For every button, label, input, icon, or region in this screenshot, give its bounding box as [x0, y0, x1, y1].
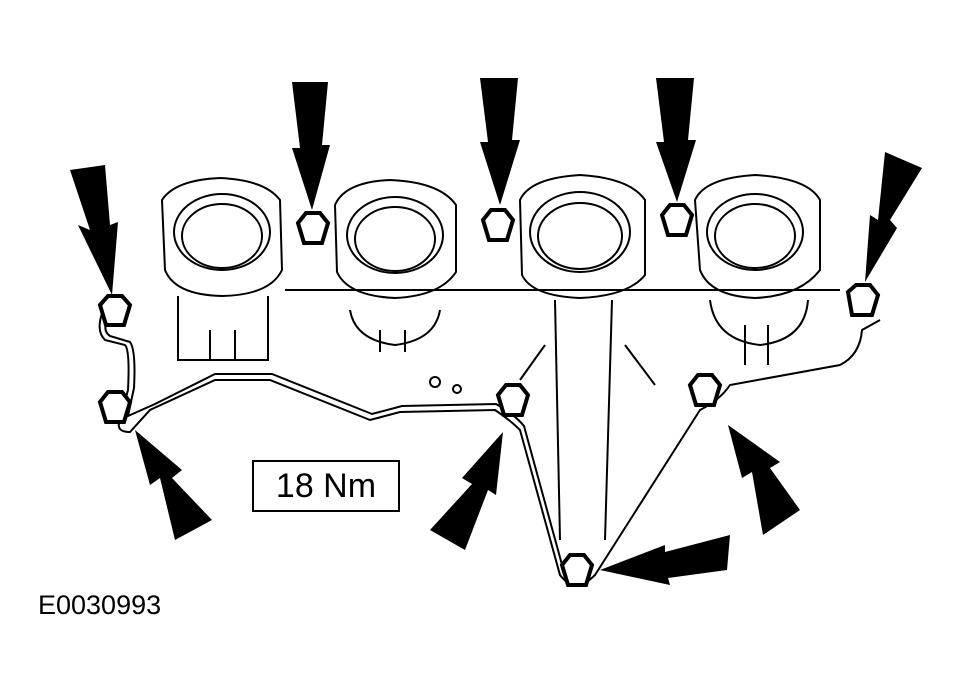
- arrow: [600, 535, 730, 585]
- arrow: [70, 165, 118, 295]
- bolt: [97, 294, 133, 327]
- arrow: [480, 78, 520, 205]
- arrow: [728, 425, 800, 535]
- port-3: [518, 173, 656, 541]
- manifold-flange: [98, 299, 881, 586]
- bolt: [295, 211, 331, 245]
- torque-spec-label: 18 Nm: [252, 460, 400, 512]
- figure-id-label: E0030993: [38, 590, 162, 620]
- arrow: [865, 152, 922, 282]
- bolt: [845, 283, 881, 317]
- arrow: [292, 82, 330, 210]
- bolt: [495, 383, 531, 417]
- arrow: [656, 78, 696, 202]
- bolt: [687, 373, 723, 407]
- port-1: [160, 176, 284, 361]
- port-2: [333, 178, 457, 352]
- arrow: [135, 430, 212, 540]
- bolt: [97, 390, 133, 424]
- port-4: [693, 173, 821, 365]
- bolt: [559, 553, 595, 587]
- bolt: [480, 208, 516, 242]
- arrow: [430, 432, 503, 550]
- bolt: [659, 203, 695, 237]
